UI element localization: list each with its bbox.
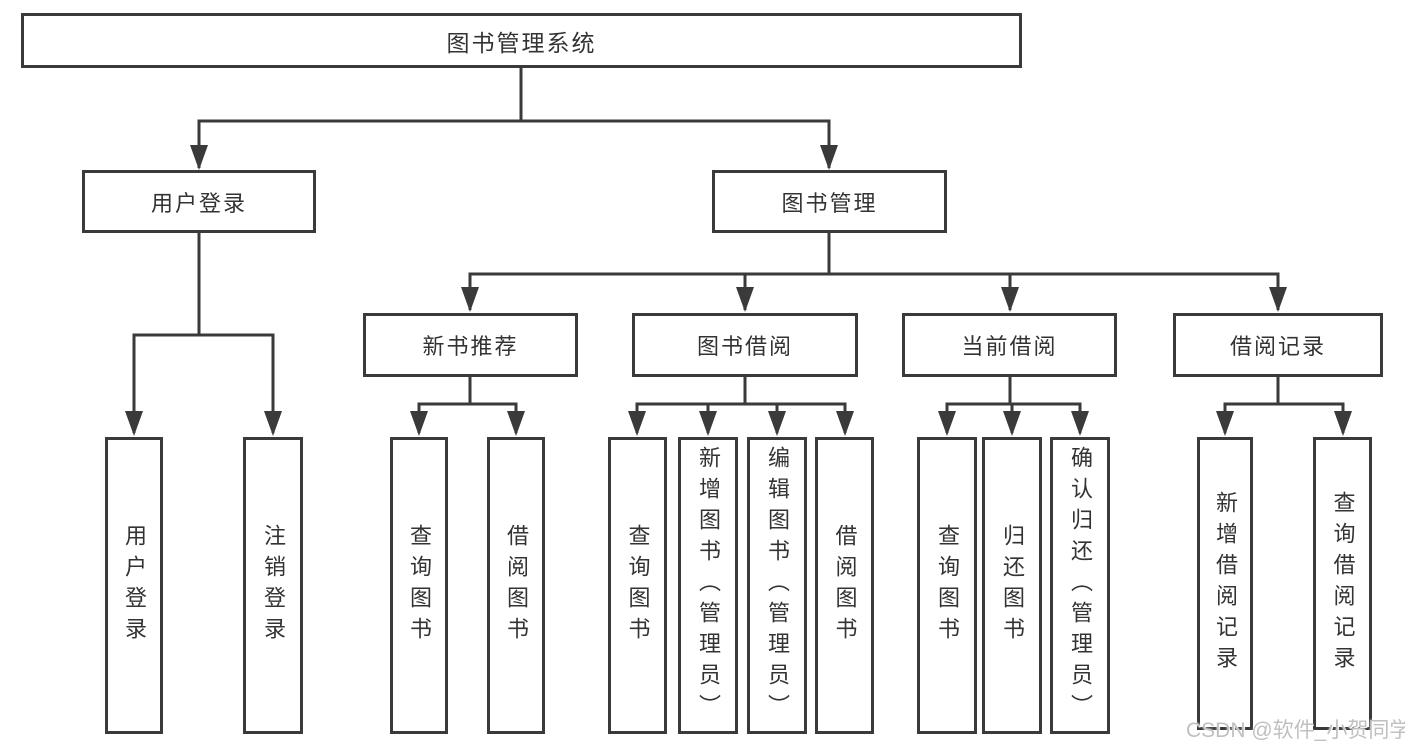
node-library-management-system: 图书管理系统 — [21, 13, 1022, 68]
node-leaf-confirm-return-admin: 确认归还（管理员） — [1050, 437, 1110, 734]
node-leaf-user-login: 用户登录 — [105, 437, 163, 734]
node-label: 查询图书 — [935, 523, 960, 648]
node-book-borrowing: 图书借阅 — [632, 313, 858, 377]
connector-user-login-to-leaves — [132, 233, 275, 433]
node-label: 注销登录 — [261, 523, 286, 648]
node-label: 图书管理系统 — [446, 29, 597, 56]
arrowhead — [1334, 411, 1352, 436]
connector-book-management-to-level3 — [468, 233, 1280, 310]
connector-borrowing-records-to-leaves — [1223, 377, 1345, 433]
node-label: 图书借阅 — [696, 334, 793, 359]
arrowhead — [1001, 287, 1019, 312]
node-label: 编辑图书（管理员） — [765, 446, 790, 725]
node-leaf-add-books-admin: 新增图书（管理员） — [678, 437, 738, 734]
node-label: 查询图书 — [625, 523, 651, 648]
arrowhead — [461, 287, 479, 312]
arrowhead — [836, 411, 854, 436]
connector-book-borrowing-to-leaves — [635, 377, 847, 433]
arrowhead — [1269, 287, 1287, 312]
node-user-login: 用户登录 — [82, 170, 316, 233]
node-leaf-query-books: 查询图书 — [917, 437, 977, 734]
node-label: 借阅记录 — [1229, 334, 1326, 359]
connector-root-to-level2 — [197, 68, 831, 168]
arrowheads — [125, 145, 1352, 436]
node-leaf-add-borrow-record: 新增借阅记录 — [1197, 437, 1253, 730]
node-label: 新增借阅记录 — [1213, 490, 1238, 677]
node-leaf-borrow-books: 借阅图书 — [815, 437, 874, 734]
node-label: 查询图书 — [407, 523, 432, 648]
node-book-management: 图书管理 — [712, 170, 947, 233]
arrowhead — [768, 411, 786, 436]
csdn-watermark: CSDN @软件_小贺同学 — [1186, 719, 1405, 742]
node-label: 当前借阅 — [961, 334, 1058, 359]
node-label: 归还图书 — [1000, 523, 1025, 648]
node-leaf-return-books: 归还图书 — [982, 437, 1042, 734]
arrowhead — [264, 411, 282, 436]
arrowhead — [1216, 411, 1234, 436]
node-leaf-edit-books-admin: 编辑图书（管理员） — [747, 437, 807, 734]
arrowhead — [699, 411, 717, 436]
node-leaf-query-books: 查询图书 — [608, 437, 667, 734]
node-label: 新增图书（管理员） — [696, 446, 721, 725]
node-label: 借阅图书 — [832, 523, 858, 648]
node-label: 用户登录 — [122, 523, 147, 648]
arrowhead — [820, 145, 838, 170]
node-label: 查询借阅记录 — [1330, 490, 1356, 677]
node-label: 借阅图书 — [504, 523, 529, 648]
arrowhead — [1071, 411, 1089, 436]
connector-new-book-to-leaves — [417, 377, 518, 433]
node-leaf-query-borrow-record: 查询借阅记录 — [1313, 437, 1372, 730]
node-label: 用户登录 — [150, 190, 247, 216]
arrowhead — [125, 411, 143, 436]
arrowhead — [938, 411, 956, 436]
arrowhead — [1003, 411, 1021, 436]
node-label: 图书管理 — [781, 190, 878, 216]
arrowhead — [507, 411, 525, 436]
arrowhead — [410, 411, 428, 436]
arrowhead — [736, 287, 754, 312]
node-label: 新书推荐 — [422, 334, 519, 359]
arrowhead — [628, 411, 646, 436]
arrowhead — [190, 145, 208, 170]
node-label: 确认归还（管理员） — [1068, 446, 1093, 725]
node-current-borrowing: 当前借阅 — [902, 313, 1117, 377]
node-leaf-query-books: 查询图书 — [390, 437, 448, 734]
node-borrowing-records: 借阅记录 — [1173, 313, 1383, 377]
node-new-book-recommend: 新书推荐 — [363, 313, 578, 377]
node-leaf-logout: 注销登录 — [243, 437, 303, 734]
node-leaf-borrow-books: 借阅图书 — [487, 437, 545, 734]
